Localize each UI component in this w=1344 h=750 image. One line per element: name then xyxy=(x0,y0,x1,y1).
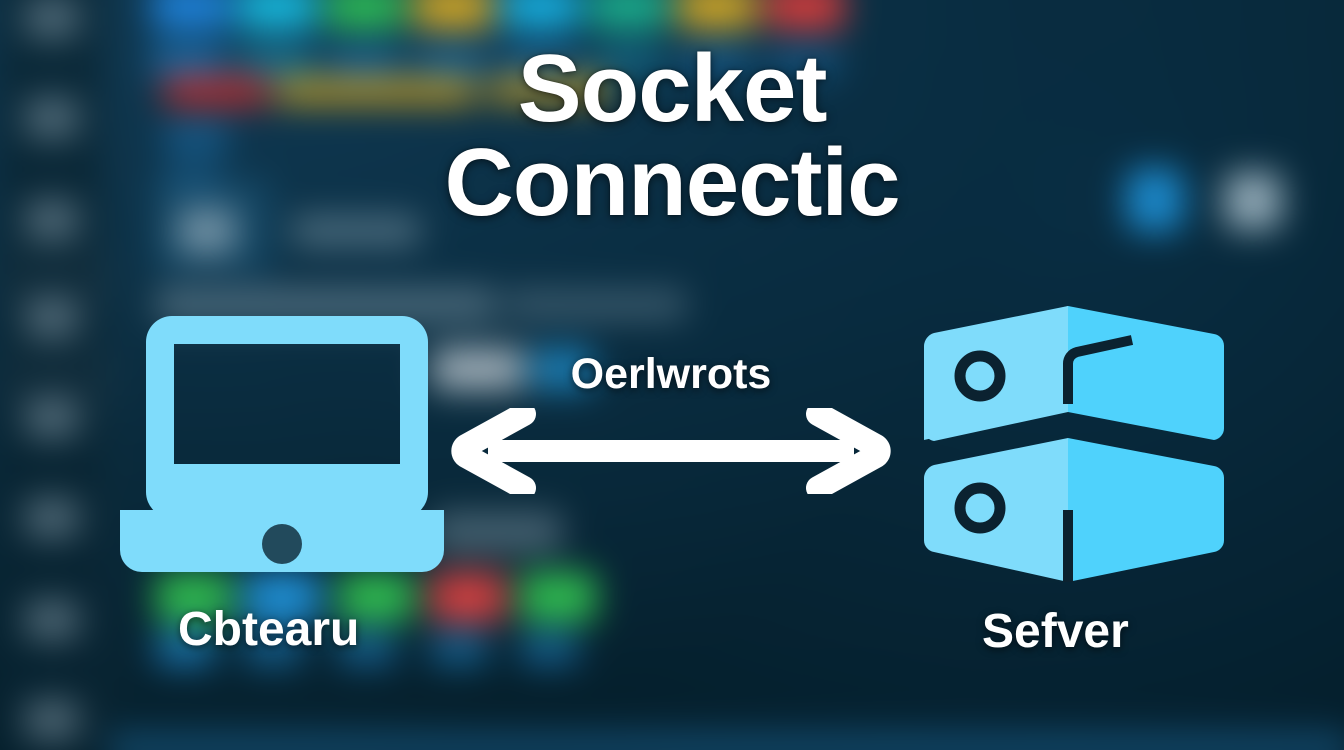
background-code-token xyxy=(276,78,476,104)
background-text-line xyxy=(506,290,686,320)
background-chip xyxy=(678,0,756,30)
background-bar xyxy=(768,44,840,78)
background-sidebar-icon xyxy=(25,398,79,438)
background-bar xyxy=(416,44,488,78)
background-bar xyxy=(504,44,576,78)
background-chip xyxy=(430,630,488,666)
server-unit-bottom xyxy=(923,438,1225,582)
double-arrow-icon xyxy=(448,402,894,500)
server-caption: Sefver xyxy=(982,605,1129,658)
background-sidebar-icon xyxy=(25,0,79,38)
background-chip xyxy=(414,0,492,30)
background-chip xyxy=(338,630,396,666)
background-chip xyxy=(520,572,596,622)
background-bar xyxy=(240,44,312,78)
background-chip xyxy=(590,0,668,30)
connector-label: Oerlwrots xyxy=(570,350,772,398)
laptop-icon xyxy=(112,312,452,572)
background-chip xyxy=(502,0,580,30)
background-bar xyxy=(328,44,400,78)
background-sidebar-icon xyxy=(25,498,79,538)
background-thumbnail xyxy=(178,208,236,254)
background-chip xyxy=(338,572,414,622)
background-sidebar-icon xyxy=(25,98,79,138)
background-sidebar-icon xyxy=(25,600,79,640)
background-chip xyxy=(156,572,232,622)
background-chip xyxy=(156,630,214,666)
background-code-token xyxy=(164,76,268,106)
background-text-line xyxy=(432,512,562,552)
background-block xyxy=(532,348,592,390)
background-block xyxy=(432,348,524,390)
background-bar xyxy=(152,44,224,78)
background-sidebar-row xyxy=(0,250,112,310)
background-chip xyxy=(430,572,506,622)
background-sidebar-active-row xyxy=(0,348,112,408)
client-caption: Cbtearu xyxy=(178,603,360,656)
background-sidebar-icon xyxy=(25,200,79,240)
background-code-token xyxy=(164,124,228,150)
background-status-bar xyxy=(110,730,1344,750)
background-chip xyxy=(238,0,316,30)
background-sidebar xyxy=(0,0,104,750)
background-label xyxy=(292,216,420,246)
server-icon xyxy=(918,300,1230,588)
background-bar xyxy=(680,44,752,78)
background-sidebar-icon xyxy=(25,700,79,740)
background-chip xyxy=(244,630,302,666)
background-chip xyxy=(152,0,230,30)
background-chip xyxy=(244,572,320,622)
server-unit-top xyxy=(923,306,1225,441)
background-chip xyxy=(326,0,404,30)
background-chip xyxy=(520,630,578,666)
page-title: Socket Connectic xyxy=(444,35,900,237)
background-accent-blob xyxy=(1126,168,1184,232)
background-accent-blob xyxy=(1224,172,1282,230)
background-code-token xyxy=(488,78,608,102)
background-chip xyxy=(766,0,844,30)
background-sidebar-icon xyxy=(25,298,79,338)
background-bar xyxy=(592,44,664,78)
